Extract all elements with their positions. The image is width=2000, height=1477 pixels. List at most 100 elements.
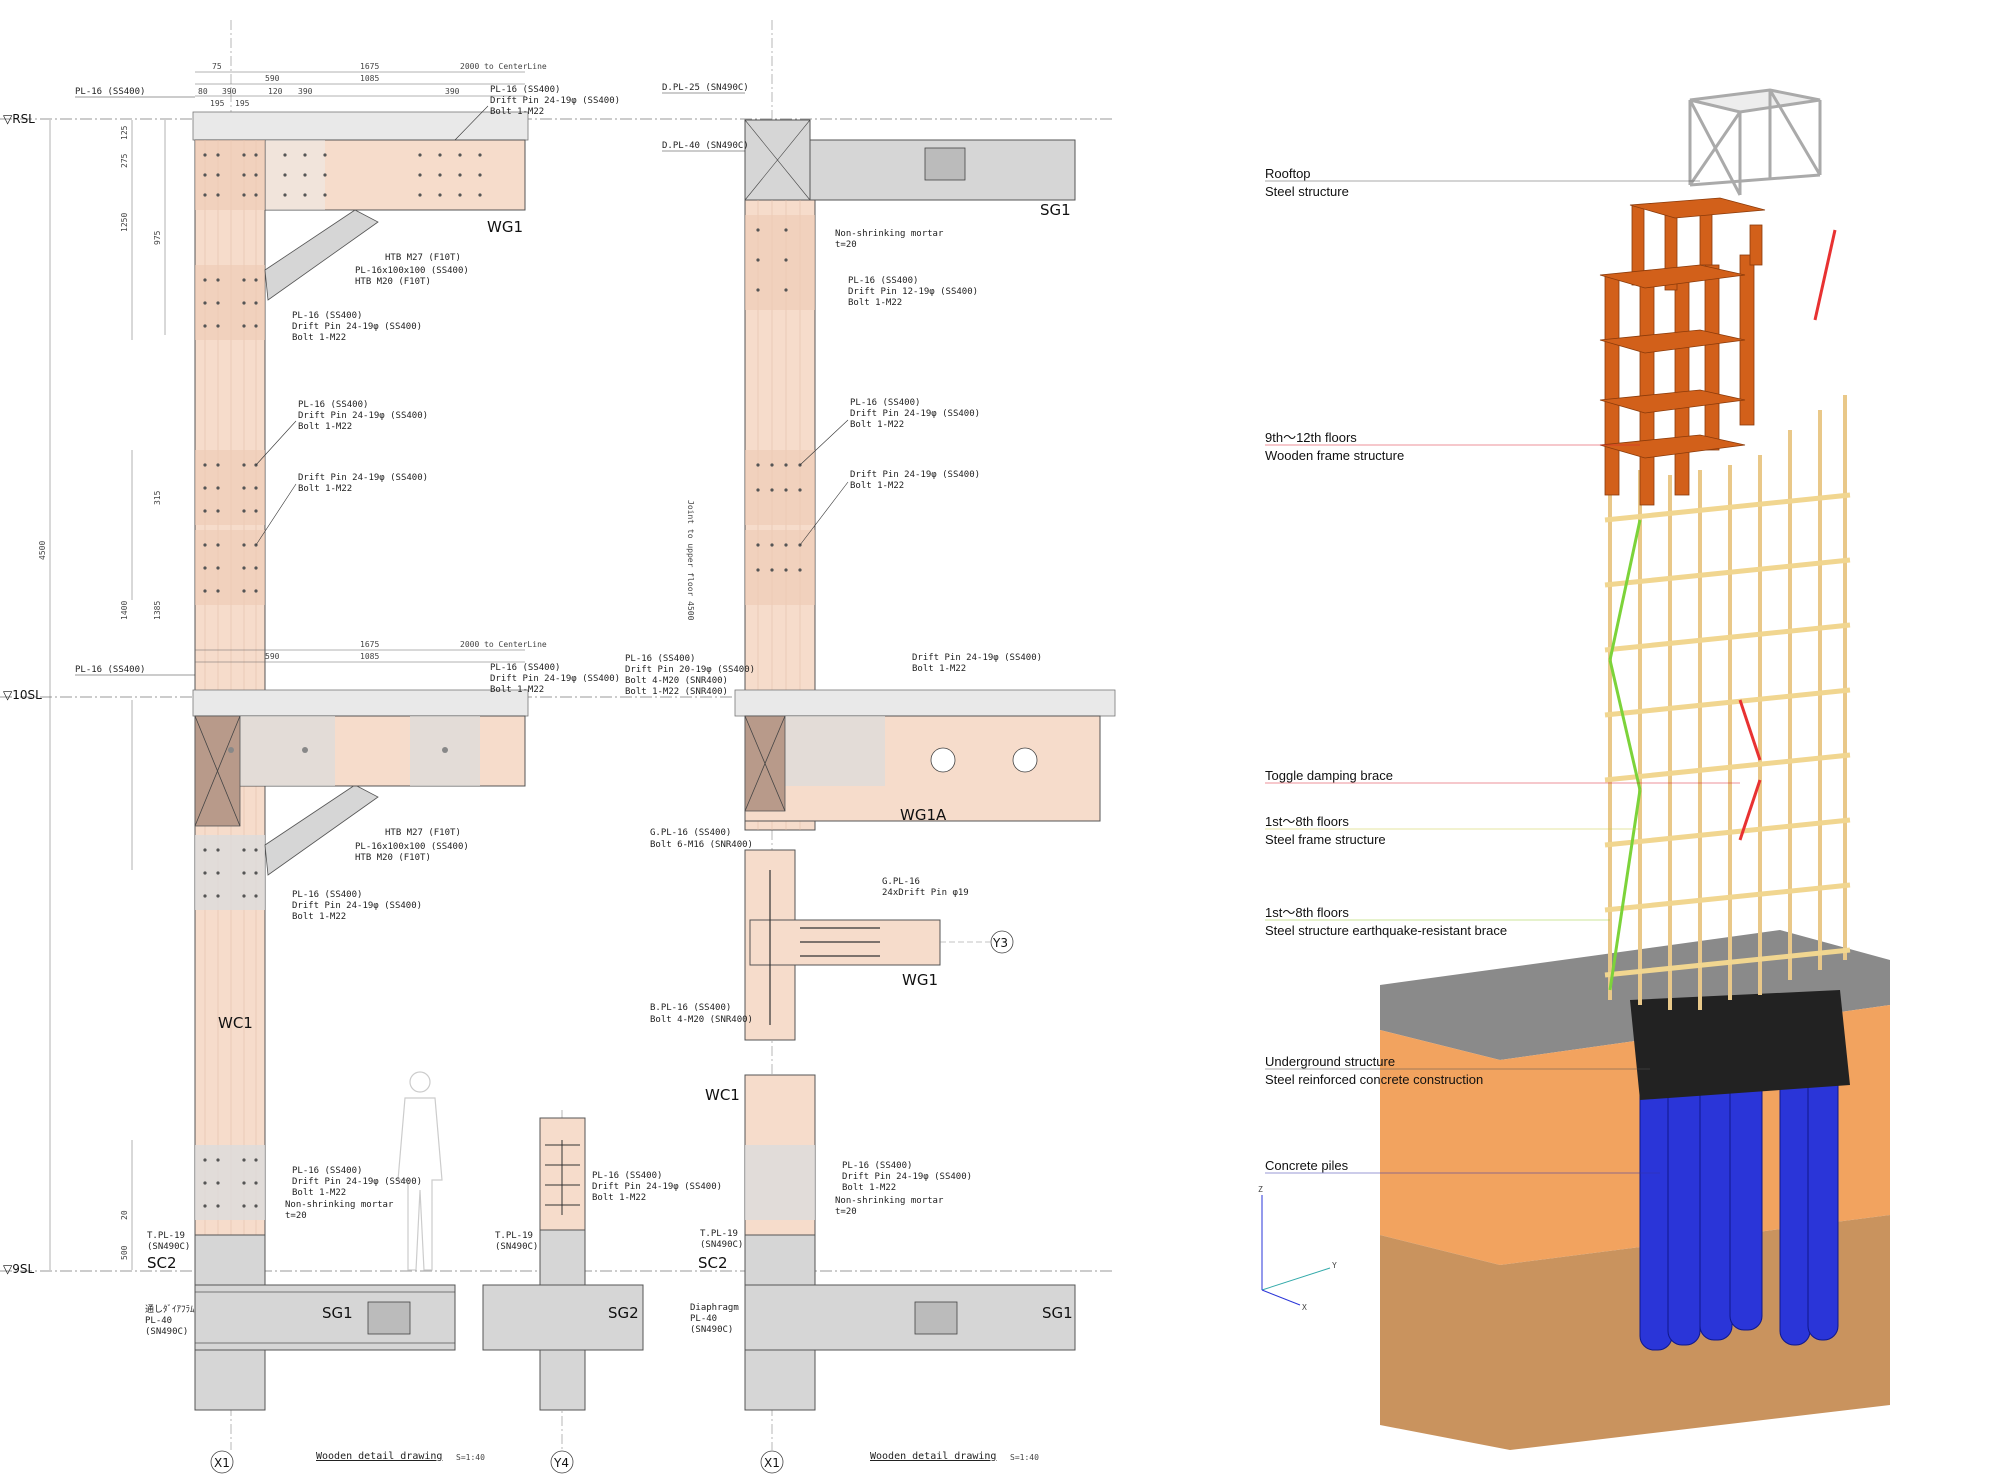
svg-text:PL-16 (SS400): PL-16 (SS400) bbox=[292, 1166, 362, 1176]
svg-text:PL-16 (SS400): PL-16 (SS400) bbox=[592, 1171, 662, 1181]
svg-text:Bolt 1-M22 (SNR400): Bolt 1-M22 (SNR400) bbox=[625, 687, 728, 697]
svg-text:HTB M20 (F10T): HTB M20 (F10T) bbox=[355, 277, 431, 287]
svg-text:(SN490C): (SN490C) bbox=[700, 1240, 743, 1250]
svg-text:PL-16 (SS400): PL-16 (SS400) bbox=[292, 890, 362, 900]
legend-rooftop-sub: Steel structure bbox=[1265, 184, 1349, 199]
svg-text:HTB M27 (F10T): HTB M27 (F10T) bbox=[385, 253, 461, 263]
splice-plate-sg1 bbox=[367, 1301, 411, 1335]
svg-text:1250: 1250 bbox=[120, 213, 129, 232]
caption-detail-2: Wooden detail drawing bbox=[870, 1451, 996, 1462]
svg-text:Drift Pin 24-19φ (SS400): Drift Pin 24-19φ (SS400) bbox=[842, 1172, 972, 1182]
svg-text:1675: 1675 bbox=[360, 640, 379, 649]
caption-scale-1: S=1:40 bbox=[456, 1453, 485, 1462]
legend-wood-sub: Wooden frame structure bbox=[1265, 448, 1404, 463]
svg-text:Bolt 1-M22: Bolt 1-M22 bbox=[292, 912, 346, 922]
svg-text:PL-40: PL-40 bbox=[690, 1314, 717, 1324]
axis-y: Y bbox=[1332, 1261, 1337, 1270]
svg-text:t=20: t=20 bbox=[835, 240, 857, 250]
svg-text:PL-16 (SS400): PL-16 (SS400) bbox=[292, 311, 362, 321]
grid-x1: X1 bbox=[214, 1456, 230, 1470]
svg-text:D.PL-40 (SN490C): D.PL-40 (SN490C) bbox=[662, 141, 749, 151]
svg-text:(SN490C): (SN490C) bbox=[690, 1325, 733, 1335]
svg-text:PL-16 (SS400): PL-16 (SS400) bbox=[298, 400, 368, 410]
knee-brace-upper bbox=[264, 209, 379, 301]
svg-text:通しﾀﾞｲｱﾌﾗﾑ: 通しﾀﾞｲｱﾌﾗﾑ bbox=[145, 1304, 195, 1315]
svg-text:Diaphragm: Diaphragm bbox=[690, 1303, 739, 1313]
label-wc1: WC1 bbox=[218, 1014, 253, 1032]
svg-text:500: 500 bbox=[120, 1245, 129, 1260]
svg-text:t=20: t=20 bbox=[835, 1207, 857, 1217]
axis-gizmo bbox=[1261, 1195, 1331, 1306]
label-sg2: SG2 bbox=[608, 1304, 639, 1322]
slab-top bbox=[192, 111, 529, 141]
svg-text:Drift Pin 24-19φ (SS400): Drift Pin 24-19φ (SS400) bbox=[850, 470, 980, 480]
level-9sl: ▽9SL bbox=[3, 1262, 34, 1276]
detail-x1: ▽RSL ▽10SL ▽9SL WG1 WC1 bbox=[0, 20, 1115, 1474]
svg-text:Bolt 1-M22: Bolt 1-M22 bbox=[298, 484, 352, 494]
knee-brace-lower bbox=[264, 784, 379, 876]
svg-text:PL-16x100x100 (SS400): PL-16x100x100 (SS400) bbox=[355, 266, 469, 276]
svg-text:PL-16x100x100 (SS400): PL-16x100x100 (SS400) bbox=[355, 842, 469, 852]
svg-text:G.PL-16: G.PL-16 bbox=[882, 877, 920, 887]
svg-text:PL-16 (SS400): PL-16 (SS400) bbox=[490, 663, 560, 673]
svg-text:Joint to upper floor 4500: Joint to upper floor 4500 bbox=[686, 500, 695, 621]
svg-text:1085: 1085 bbox=[360, 74, 379, 83]
svg-text:B.PL-16 (SS400): B.PL-16 (SS400) bbox=[650, 1003, 731, 1013]
legend-piles: Concrete piles bbox=[1265, 1158, 1349, 1173]
svg-text:Drift Pin 20-19φ (SS400): Drift Pin 20-19φ (SS400) bbox=[625, 665, 755, 675]
legend-steel: 1st～8th floors bbox=[1265, 814, 1349, 829]
svg-text:1385: 1385 bbox=[153, 601, 162, 620]
detail-middle: SG1 D.PL-25 (SN490C) D.PL-40 (SN490C) No… bbox=[625, 20, 1116, 1474]
svg-text:Bolt 1-M22: Bolt 1-M22 bbox=[292, 333, 346, 343]
svg-text:t=20: t=20 bbox=[285, 1211, 307, 1221]
svg-text:80: 80 bbox=[198, 87, 208, 96]
grid-bubble-y3 bbox=[990, 930, 1014, 954]
svg-text:Bolt 1-M22: Bolt 1-M22 bbox=[850, 420, 904, 430]
svg-text:(SN490C): (SN490C) bbox=[495, 1242, 538, 1252]
level-10sl: ▽10SL bbox=[3, 688, 42, 702]
svg-text:975: 975 bbox=[153, 230, 162, 245]
note-drift-top: Drift Pin 24-19φ (SS400) bbox=[490, 96, 620, 106]
svg-text:(SN490C): (SN490C) bbox=[147, 1242, 190, 1252]
tower-wooden-frame bbox=[1599, 197, 1766, 506]
label-sg1-lower: SG1 bbox=[1042, 1304, 1073, 1322]
svg-text:Drift Pin 24-19φ (SS400): Drift Pin 24-19φ (SS400) bbox=[850, 409, 980, 419]
underground-structure bbox=[1630, 990, 1850, 1100]
legend-brace-sub: Steel structure earthquake-resistant bra… bbox=[1265, 923, 1507, 938]
human-scale-figure bbox=[397, 1071, 443, 1271]
svg-text:Bolt 1-M22: Bolt 1-M22 bbox=[490, 107, 544, 117]
svg-text:Non-shrinking mortar: Non-shrinking mortar bbox=[835, 1196, 944, 1206]
svg-text:Drift Pin 24-19φ (SS400): Drift Pin 24-19φ (SS400) bbox=[292, 1177, 422, 1187]
label-sg1-top: SG1 bbox=[1040, 201, 1071, 219]
note-pl16-right: PL-16 (SS400) bbox=[490, 85, 560, 95]
svg-text:Non-shrinking mortar: Non-shrinking mortar bbox=[285, 1200, 394, 1210]
svg-text:24xDrift Pin φ19: 24xDrift Pin φ19 bbox=[882, 888, 969, 898]
svg-text:195: 195 bbox=[235, 99, 250, 108]
svg-text:1675: 1675 bbox=[360, 62, 379, 71]
grid-bubble-x1b bbox=[760, 1450, 784, 1474]
svg-text:PL-16 (SS400): PL-16 (SS400) bbox=[625, 654, 695, 664]
svg-text:390: 390 bbox=[445, 87, 460, 96]
label-sc2: SC2 bbox=[147, 1254, 177, 1272]
svg-text:390: 390 bbox=[222, 87, 237, 96]
svg-text:Bolt 1-M22: Bolt 1-M22 bbox=[298, 422, 352, 432]
svg-text:T.PL-19: T.PL-19 bbox=[495, 1231, 533, 1241]
model-3d: Rooftop Steel structure 9th～12th floors … bbox=[1258, 88, 1890, 1450]
svg-text:D.PL-25 (SN490C): D.PL-25 (SN490C) bbox=[662, 83, 749, 93]
svg-text:195: 195 bbox=[210, 99, 225, 108]
svg-text:PL-16 (SS400): PL-16 (SS400) bbox=[75, 665, 145, 675]
legend-rooftop: Rooftop bbox=[1265, 166, 1311, 181]
svg-text:Drift Pin 24-19φ (SS400): Drift Pin 24-19φ (SS400) bbox=[298, 411, 428, 421]
svg-text:1085: 1085 bbox=[360, 652, 379, 661]
axis-x: X bbox=[1302, 1303, 1307, 1312]
svg-text:G.PL-16 (SS400): G.PL-16 (SS400) bbox=[650, 828, 731, 838]
svg-text:4500: 4500 bbox=[38, 541, 47, 560]
beam-sg1 bbox=[194, 1284, 456, 1351]
legend-underground-sub: Steel reinforced concrete construction bbox=[1265, 1072, 1483, 1087]
svg-text:Drift Pin 24-19φ (SS400): Drift Pin 24-19φ (SS400) bbox=[592, 1182, 722, 1192]
drift-pin-groups bbox=[195, 140, 265, 1220]
svg-text:2000 to CenterLine: 2000 to CenterLine bbox=[460, 640, 547, 649]
label-wg1: WG1 bbox=[487, 218, 523, 236]
svg-text:75: 75 bbox=[212, 62, 222, 71]
